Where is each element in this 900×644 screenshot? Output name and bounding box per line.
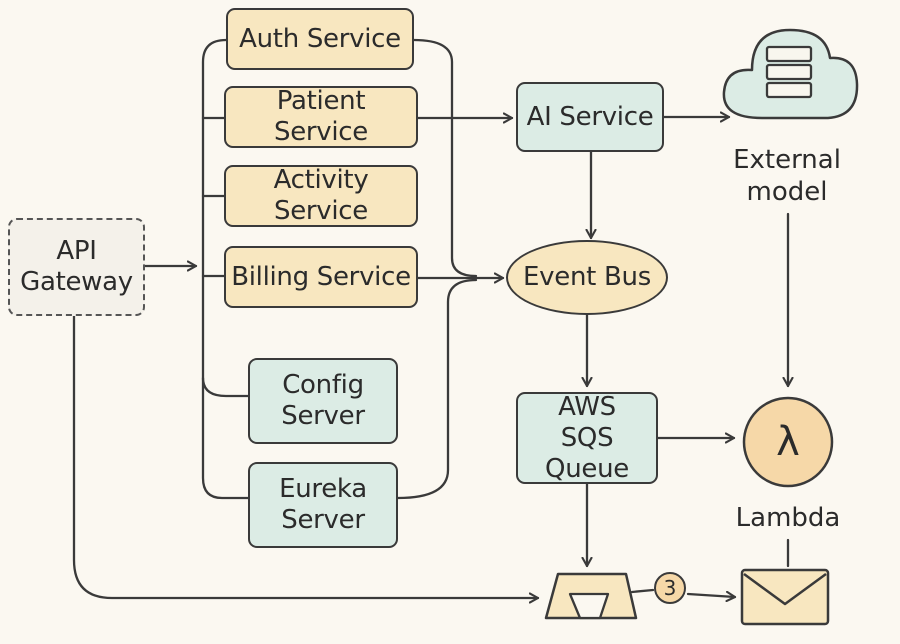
event-bus-node[interactable]: Event Bus [506, 240, 668, 315]
config-server-label-line1: Config [282, 370, 364, 400]
activity-service-node[interactable]: Activity Service [224, 165, 418, 227]
patient-service-node[interactable]: Patient Service [224, 86, 418, 148]
eureka-server-label-line2: Server [281, 505, 365, 535]
activity-service-label: Activity Service [273, 165, 369, 226]
config-server-label-line2: Server [281, 401, 365, 431]
lambda-circle [742, 396, 834, 488]
ai-service-label: AI Service [526, 101, 654, 132]
step-badge: 3 [654, 572, 686, 604]
patient-service-label: Patient Service [274, 86, 368, 147]
billing-service-node[interactable]: Billing Service [224, 246, 418, 308]
eureka-to-eventbus [396, 278, 478, 500]
database-cloud-icon [722, 28, 859, 120]
lambda-label: Lambda [735, 503, 841, 533]
sqs-label-line2: SQS Queue [545, 422, 629, 484]
ai-service-node[interactable]: AI Service [516, 82, 664, 152]
external-model-label: External model [712, 144, 862, 208]
external-model-label-line1: External [733, 145, 841, 175]
sqs-queue-node[interactable]: AWS SQS Queue [516, 392, 658, 484]
sqs-label-line1: AWS [558, 391, 616, 422]
api-gateway-label-line1: API [56, 236, 97, 266]
envelope-icon [740, 568, 830, 626]
eureka-server-label-line1: Eureka [279, 474, 367, 504]
config-server-node[interactable]: Config Server [248, 358, 398, 444]
badge-to-mail-arrow [686, 594, 737, 597]
auth-service-node[interactable]: Auth Service [226, 8, 414, 70]
left-bracket-spine [201, 38, 250, 500]
funnel-gate-icon [544, 572, 638, 620]
api-gateway-node[interactable]: API Gateway [8, 218, 145, 316]
bracket-to-config [201, 376, 250, 398]
event-bus-label: Event Bus [523, 262, 651, 292]
auth-to-eventbus [412, 38, 478, 278]
lambda-symbol: λ [776, 419, 800, 465]
billing-service-label: Billing Service [231, 261, 411, 292]
gate-to-badge-line [630, 588, 655, 594]
gateway-to-gate-arrow [72, 314, 540, 598]
auth-service-label: Auth Service [239, 23, 401, 54]
external-model-label-line2: model [746, 177, 828, 207]
eureka-server-node[interactable]: Eureka Server [248, 462, 398, 548]
api-gateway-label-line2: Gateway [20, 267, 133, 297]
